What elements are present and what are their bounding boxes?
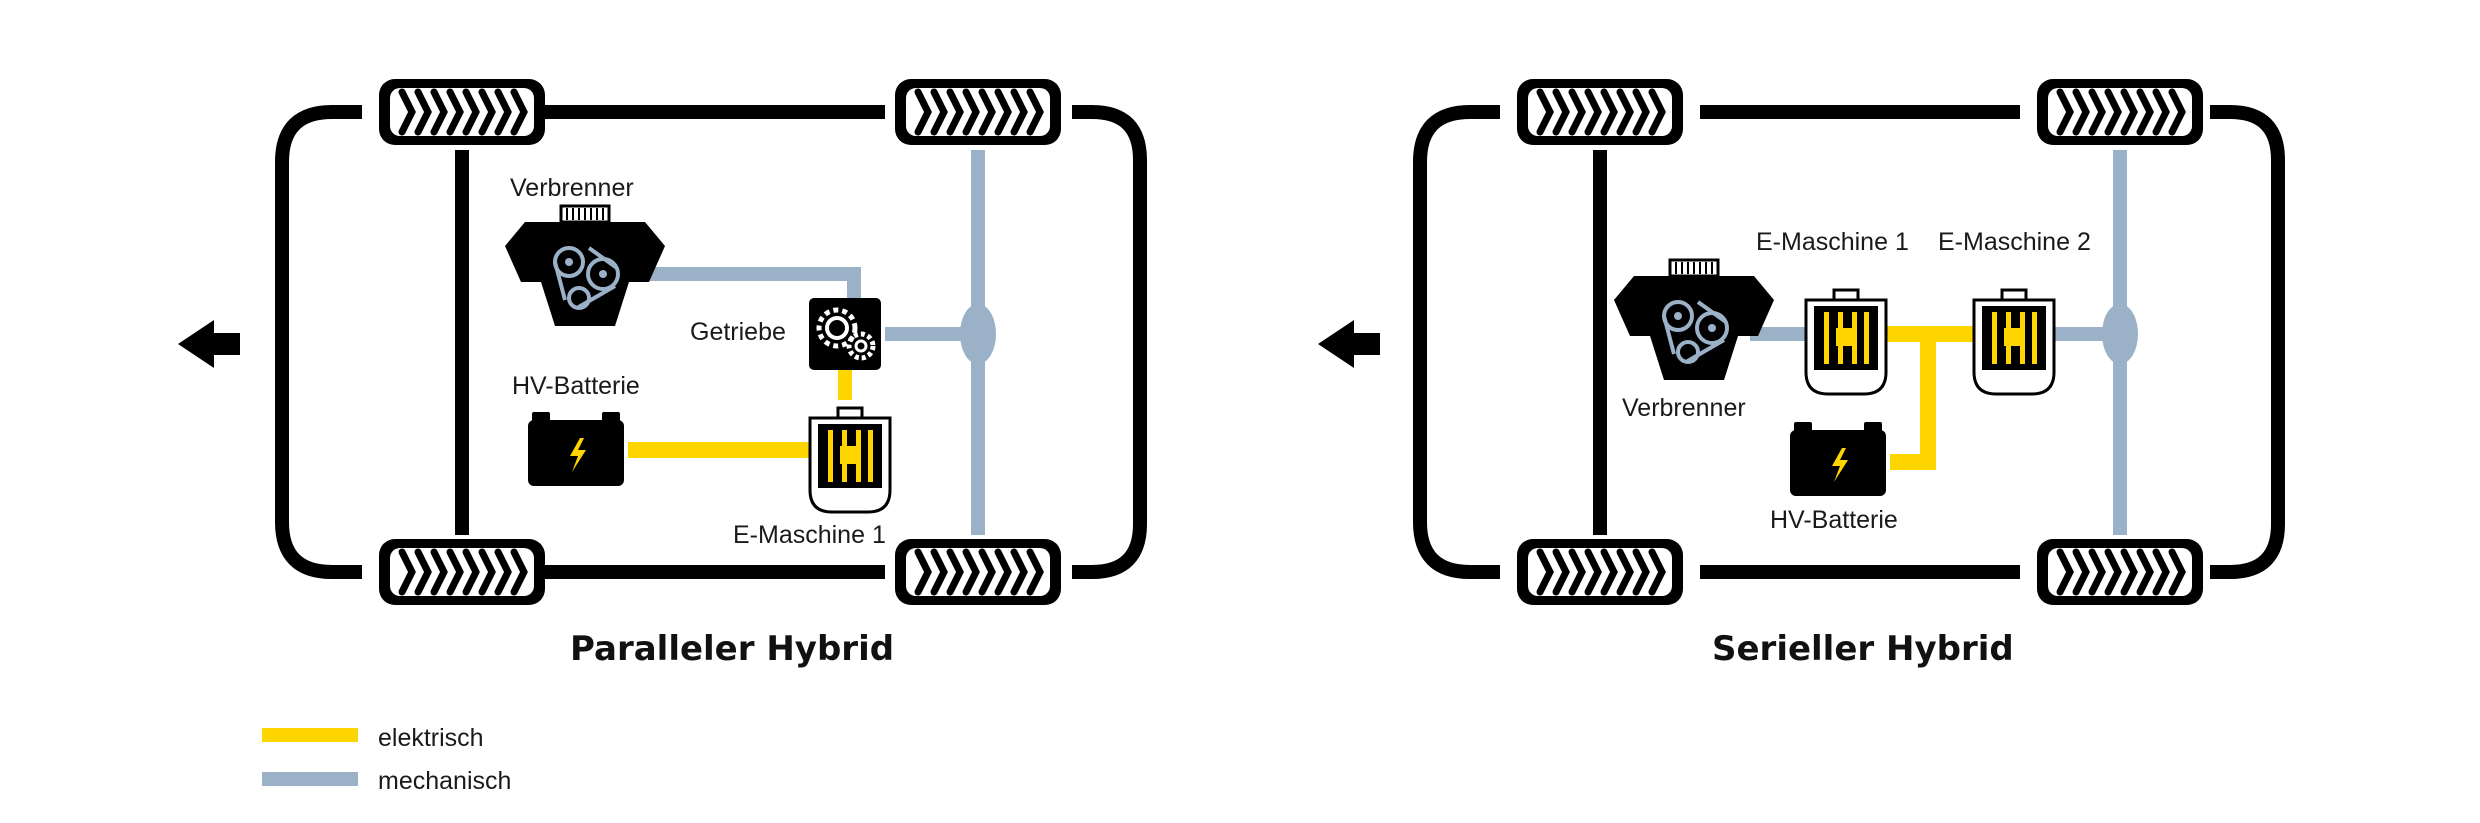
tire-icon: [895, 79, 1061, 145]
legend-electric-label: elektrisch: [378, 724, 484, 752]
serial-hybrid-diagram: E-Maschine 1 E-Maschine 2 Verbrenner HV-…: [1318, 79, 2285, 669]
engine-icon: [503, 204, 667, 328]
vehicle-frame: [275, 105, 362, 579]
parallel-hybrid-diagram: Verbrenner Getriebe HV-Batterie E-Maschi…: [178, 79, 1147, 669]
parallel-title: Paralleler Hybrid: [570, 629, 894, 669]
legend-mechanical-swatch: [262, 772, 358, 786]
tire-icon: [379, 539, 545, 605]
tire-icon: [895, 539, 1061, 605]
tire-icon: [1517, 539, 1683, 605]
legend-mechanical-label: mechanisch: [378, 767, 511, 795]
gearbox-label: Getriebe: [690, 318, 786, 346]
battery-label: HV-Batterie: [512, 372, 640, 400]
legend-electric-swatch: [262, 728, 358, 742]
electric-motor-icon: [1972, 288, 2056, 396]
battery-label: HV-Batterie: [1770, 506, 1898, 534]
engine-label: Verbrenner: [1622, 394, 1746, 422]
vehicle-frame: [1413, 105, 1500, 579]
battery-icon: [1790, 422, 1886, 496]
motor-1-label: E-Maschine 1: [1756, 228, 1909, 256]
electric-motor-icon: [808, 406, 892, 514]
tire-icon: [2037, 79, 2203, 145]
arrow-left-icon: [178, 320, 240, 368]
motor-1-label: E-Maschine 1: [733, 521, 886, 549]
tire-icon: [379, 79, 545, 145]
engine-icon: [1612, 258, 1776, 382]
serial-title: Serieller Hybrid: [1712, 629, 2014, 669]
gearbox-icon: [809, 298, 881, 370]
arrow-left-icon: [1318, 320, 1380, 368]
engine-label: Verbrenner: [510, 174, 634, 202]
tire-icon: [1517, 79, 1683, 145]
legend: elektrisch mechanisch: [262, 724, 511, 795]
electric-motor-icon: [1804, 288, 1888, 396]
motor-2-label: E-Maschine 2: [1938, 228, 2091, 256]
tire-icon: [2037, 539, 2203, 605]
battery-icon: [528, 412, 624, 486]
